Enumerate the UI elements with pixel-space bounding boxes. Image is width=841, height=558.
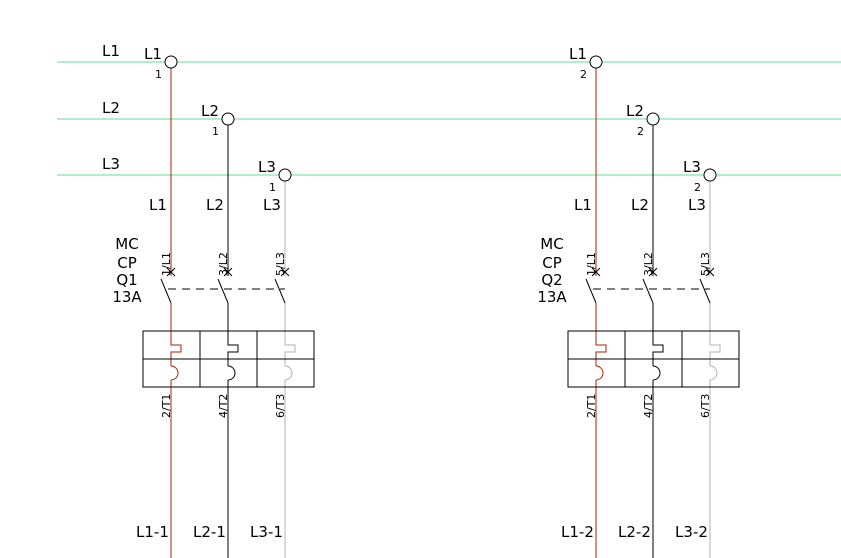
output-terminal-label: 4/T2 bbox=[217, 394, 230, 418]
input-terminal-label: 3/L2 bbox=[217, 252, 230, 276]
tap-connection-icon bbox=[646, 112, 660, 126]
output-terminal-label: 2/T1 bbox=[585, 394, 598, 418]
thermal-element-icon bbox=[652, 340, 664, 358]
contact-mark-icon bbox=[648, 267, 658, 277]
switch-blade-icon bbox=[642, 278, 654, 304]
tap-connection-icon bbox=[589, 55, 603, 69]
breaker-designation-line: 13A bbox=[112, 288, 142, 306]
contact-mark-icon bbox=[223, 267, 233, 277]
conductor-label: L2 bbox=[206, 196, 224, 214]
output-label: L3-2 bbox=[675, 523, 708, 541]
output-terminal-label: 4/T2 bbox=[642, 394, 655, 418]
tap-index-label: 1 bbox=[212, 125, 219, 138]
conductor-label: L1 bbox=[574, 196, 592, 214]
tap-phase-label: L3 bbox=[683, 158, 701, 176]
breaker-designation-line: Q2 bbox=[541, 271, 562, 289]
breaker-designation-line: CP bbox=[117, 254, 137, 272]
bus-label-l1: L1 bbox=[102, 42, 120, 60]
output-terminal-label: 6/T3 bbox=[699, 394, 712, 418]
tap-phase-label: L1 bbox=[569, 45, 587, 63]
thermal-element-icon bbox=[709, 340, 721, 358]
tap-index-label: 2 bbox=[637, 125, 644, 138]
magnetic-trip-icon bbox=[652, 365, 661, 381]
circuit-2: L12L11/L12/T1L1-2L22L23/L24/T2L2-2L32L35… bbox=[537, 45, 740, 558]
magnetic-trip-icon bbox=[709, 365, 718, 381]
tap-connection-icon bbox=[278, 168, 292, 182]
breaker-designation-line: Q1 bbox=[116, 271, 137, 289]
circuits: L11L11/L12/T1L1-1L21L23/L24/T2L2-1L31L35… bbox=[112, 45, 740, 558]
output-label: L1-1 bbox=[136, 523, 169, 541]
input-terminal-label: 3/L2 bbox=[642, 252, 655, 276]
switch-blade-icon bbox=[585, 278, 597, 304]
magnetic-trip-icon bbox=[170, 365, 179, 381]
output-label: L1-2 bbox=[561, 523, 594, 541]
tap-index-label: 2 bbox=[694, 181, 701, 194]
conductor-label: L3 bbox=[263, 196, 281, 214]
tap-phase-label: L1 bbox=[144, 45, 162, 63]
input-terminal-label: 5/L3 bbox=[699, 252, 712, 276]
thermal-element-icon bbox=[227, 340, 239, 358]
output-terminal-label: 6/T3 bbox=[274, 394, 287, 418]
thermal-element-icon bbox=[284, 340, 296, 358]
tap-index-label: 1 bbox=[269, 181, 276, 194]
magnetic-trip-icon bbox=[595, 365, 604, 381]
bus-label-l2: L2 bbox=[102, 99, 120, 117]
breaker-designation-line: MC bbox=[115, 235, 138, 253]
thermal-element-icon bbox=[595, 340, 607, 358]
tap-index-label: 2 bbox=[580, 68, 587, 81]
conductor-label: L3 bbox=[688, 196, 706, 214]
circuit-1: L11L11/L12/T1L1-1L21L23/L24/T2L2-1L31L35… bbox=[112, 45, 315, 558]
output-terminal-label: 2/T1 bbox=[160, 394, 173, 418]
magnetic-trip-icon bbox=[227, 365, 236, 381]
bus-label-l3: L3 bbox=[102, 155, 120, 173]
input-terminal-label: 5/L3 bbox=[274, 252, 287, 276]
contact-mark-icon bbox=[166, 267, 176, 277]
contact-mark-icon bbox=[280, 267, 290, 277]
input-terminal-label: 1/L1 bbox=[160, 252, 173, 276]
tap-phase-label: L2 bbox=[201, 102, 219, 120]
magnetic-trip-icon bbox=[284, 365, 293, 381]
contact-mark-icon bbox=[591, 267, 601, 277]
conductor-label: L1 bbox=[149, 196, 167, 214]
breaker-designation-line: MC bbox=[540, 235, 563, 253]
switch-blade-icon bbox=[274, 278, 286, 304]
output-label: L3-1 bbox=[250, 523, 283, 541]
contact-mark-icon bbox=[705, 267, 715, 277]
breaker-designation-line: CP bbox=[542, 254, 562, 272]
tap-index-label: 1 bbox=[155, 68, 162, 81]
tap-phase-label: L3 bbox=[258, 158, 276, 176]
switch-blade-icon bbox=[699, 278, 711, 304]
input-terminal-label: 1/L1 bbox=[585, 252, 598, 276]
output-label: L2-2 bbox=[618, 523, 651, 541]
tap-connection-icon bbox=[164, 55, 178, 69]
tap-phase-label: L2 bbox=[626, 102, 644, 120]
switch-blade-icon bbox=[217, 278, 229, 304]
thermal-element-icon bbox=[170, 340, 182, 358]
switch-blade-icon bbox=[160, 278, 172, 304]
tap-connection-icon bbox=[221, 112, 235, 126]
conductor-label: L2 bbox=[631, 196, 649, 214]
output-label: L2-1 bbox=[193, 523, 226, 541]
breaker-designation-line: 13A bbox=[537, 288, 567, 306]
tap-connection-icon bbox=[703, 168, 717, 182]
